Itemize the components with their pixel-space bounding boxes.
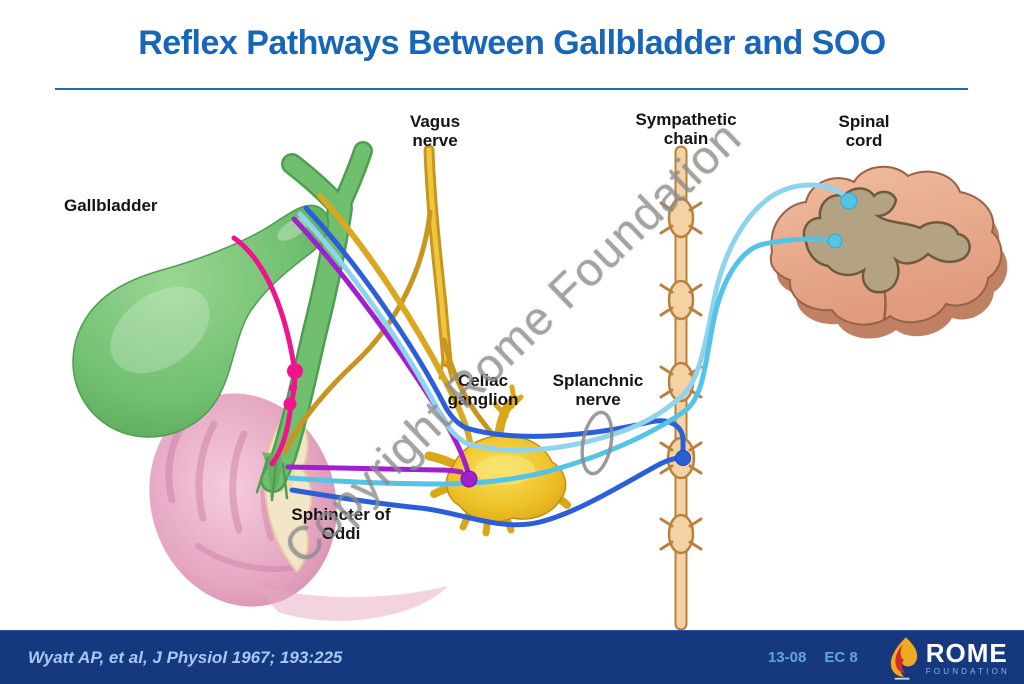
label-line: Gallbladder xyxy=(64,196,158,215)
label-line: nerve xyxy=(412,131,458,150)
sympathetic-chain-illustration xyxy=(659,145,703,630)
label-sympathetic-chain: Sympathetic chain xyxy=(635,110,736,148)
blue-fiber-to-chain xyxy=(303,205,686,460)
page-title: Reflex Pathways Between Gallbladder and … xyxy=(138,24,886,62)
label-line: ganglion xyxy=(447,390,519,409)
purple-synapse-dot xyxy=(460,470,478,488)
nerve-fibers xyxy=(231,182,858,528)
label-spinal-cord: Spinal cord xyxy=(838,112,889,150)
anatomy-diagram: Gallbladder Vagus nerve Sympathetic chai… xyxy=(64,110,1008,630)
cyan-fiber-upper xyxy=(297,182,852,453)
label-vagus-nerve: Vagus nerve xyxy=(410,112,460,150)
label-line: Splanchnic xyxy=(552,371,644,390)
rome-foundation-logo: ROME FOUNDATION xyxy=(888,636,1010,680)
footer-bar: Wyatt AP, et al, J Physiol 1967; 193:225… xyxy=(0,630,1024,684)
rome-flame-icon xyxy=(890,636,917,680)
label-line: chain xyxy=(663,129,709,148)
logo-subtitle: FOUNDATION xyxy=(925,666,1010,676)
label-line: Spinal xyxy=(838,112,890,131)
anatomy-artwork xyxy=(72,141,1008,630)
label-line: Vagus xyxy=(409,112,461,131)
slide-code: EC 8 xyxy=(824,649,858,666)
citation: Wyatt AP, et al, J Physiol 1967; 193:225 xyxy=(28,647,343,667)
logo-name: ROME xyxy=(925,637,1008,668)
label-line: Celiac xyxy=(457,371,509,390)
spinal-cord-illustration xyxy=(769,165,1008,339)
gallbladder-illustration xyxy=(72,141,373,502)
label-celiac-ganglion: Celiac ganglion xyxy=(448,371,519,409)
label-line: Sphincter of xyxy=(291,505,391,524)
label-sphincter-of-oddi: Sphincter of Oddi xyxy=(291,505,390,543)
label-line: Sympathetic xyxy=(635,110,737,129)
blue-synapse-dot xyxy=(675,450,691,466)
purple-fiber-diagonal xyxy=(291,216,471,475)
sphincter-of-oddi-region xyxy=(255,452,289,502)
purple-fiber-horizontal xyxy=(285,464,464,475)
slide-number: 13-08 xyxy=(767,649,807,666)
cyan-fiber-lower xyxy=(287,236,837,487)
splanchnic-nerve-marker xyxy=(580,410,614,476)
vagus-nerve-illustration xyxy=(282,144,503,455)
label-line: nerve xyxy=(575,390,621,409)
label-gallbladder: Gallbladder xyxy=(64,196,158,215)
cyan-terminal-dot-upper xyxy=(840,192,858,210)
logo-text: ROME FOUNDATION xyxy=(926,640,1010,676)
cyan-terminal-dot-lower xyxy=(827,233,843,249)
blue-fiber-from-sphincter xyxy=(289,455,684,528)
footer-right: 13-08 EC 8 ROME FOUNDATION xyxy=(768,636,1024,680)
label-splanchnic-nerve: Splanchnic nerve xyxy=(553,371,644,409)
label-line: Oddi xyxy=(321,524,361,543)
title-divider xyxy=(55,88,968,90)
label-line: cord xyxy=(845,131,883,150)
